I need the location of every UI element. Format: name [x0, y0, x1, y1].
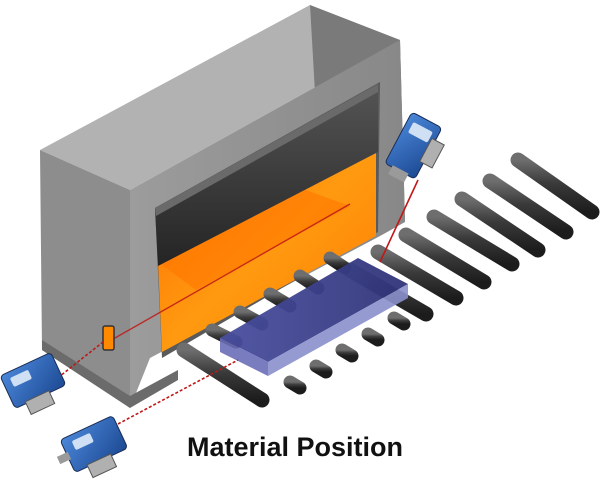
machine-top-face: [40, 5, 400, 190]
material-front: [220, 338, 268, 376]
roller: [361, 327, 385, 347]
roller: [398, 227, 492, 290]
upper-die-edge: [155, 84, 378, 216]
indicator-lamp-icon: [102, 325, 115, 351]
laser-sensor-icon: [0, 353, 66, 416]
roller: [335, 343, 359, 363]
laser-sensor-icon: [56, 416, 127, 479]
roller: [482, 173, 574, 240]
roller: [454, 191, 546, 258]
roller: [323, 251, 352, 275]
upper-die: [155, 84, 378, 266]
machine-base: [42, 340, 178, 408]
roller: [370, 244, 464, 306]
laser-beam-top-sensor: [379, 179, 419, 263]
roller: [387, 311, 411, 331]
diagram-caption: Material Position: [186, 432, 404, 462]
roller: [176, 342, 270, 408]
laser-sensor-icon: [385, 112, 445, 183]
roller: [510, 152, 600, 220]
laser-beam-bottom-sensor: [117, 359, 239, 425]
material-top: [220, 258, 408, 362]
press-machine: [40, 5, 405, 408]
roller: [309, 359, 333, 379]
material-side: [268, 284, 408, 376]
roller: [426, 209, 520, 272]
heat-chamber-shade: [158, 188, 350, 290]
roller: [283, 375, 307, 395]
laser-beam-chamber: [107, 203, 351, 343]
material-slab: [220, 258, 408, 376]
